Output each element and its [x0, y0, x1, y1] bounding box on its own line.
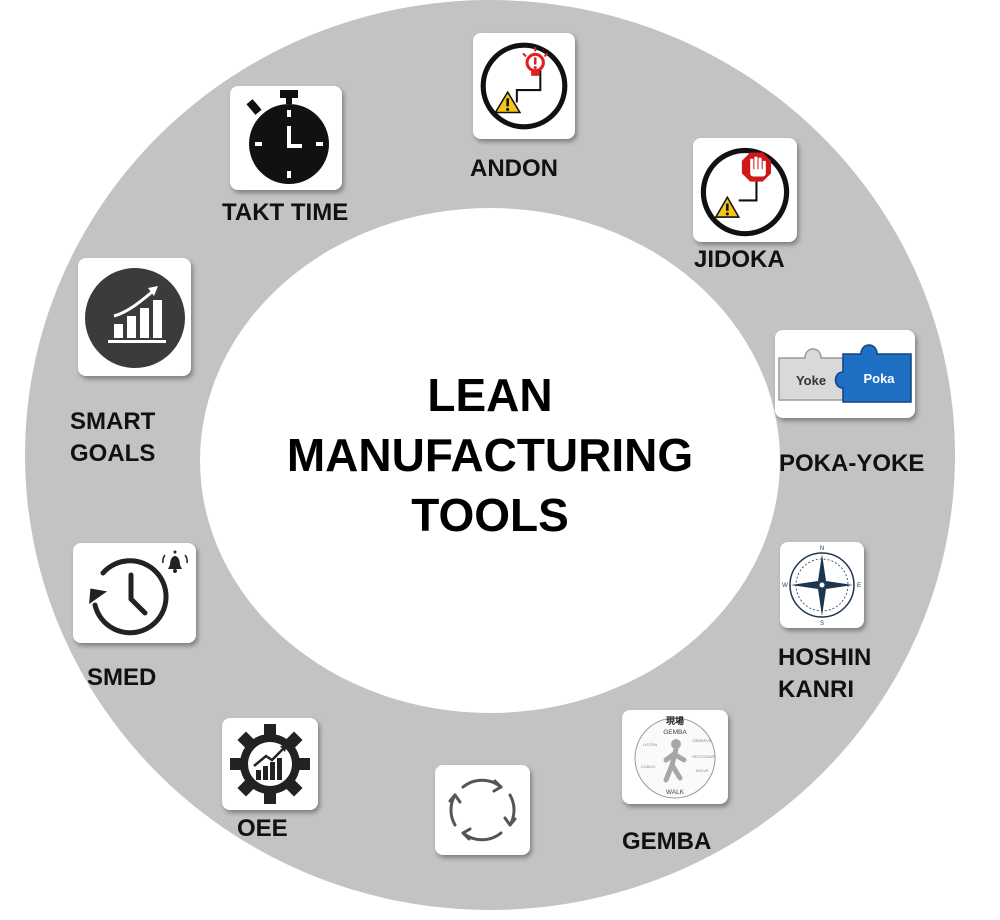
center-circle: [200, 208, 780, 713]
smart-goals-line-2: GOALS: [70, 440, 156, 467]
title-line-3: TOOLS: [411, 489, 569, 541]
bell-icon: [162, 550, 188, 573]
compass-e: E: [857, 583, 861, 589]
cycle-tile: [435, 765, 530, 855]
compass-w: W: [782, 583, 788, 589]
smed-label: SMED: [87, 664, 157, 691]
gemba-top-text: GEMBA: [663, 729, 687, 736]
gemba-word-1: LISTEN: [643, 742, 657, 747]
stop-hand-icon: [700, 147, 790, 237]
gemba-walk-icon: 現場 GEMBA LISTEN OBSERVE RECOGNIZE COACH …: [634, 715, 716, 799]
smed-tile: [73, 543, 196, 643]
gemba-label: GEMBA: [622, 828, 712, 855]
puzzle-right-text: Poka: [863, 371, 895, 386]
gemba-kanji: 現場: [666, 715, 684, 727]
cycle-arrows-icon: [448, 778, 517, 842]
title-line-1: LEAN: [427, 369, 553, 421]
oee-tile: [222, 718, 318, 810]
compass-n: N: [820, 546, 824, 552]
smart-goals-label: SMART GOALS: [70, 406, 155, 470]
puzzle-pieces-icon: Yoke Poka: [778, 344, 912, 403]
gear-chart-icon: [230, 724, 310, 804]
gemba-word-2: OBSERVE: [692, 738, 712, 743]
gemba-word-4: COACH: [641, 764, 656, 769]
smart-goals-tile: [78, 258, 191, 376]
gemba-bottom-text: WALK: [666, 789, 685, 796]
hoshin-kanri-label: HOSHIN KANRI: [778, 642, 871, 706]
stopwatch-icon: [246, 90, 329, 184]
takt-time-label: TAKT TIME: [222, 199, 349, 226]
poka-yoke-tile: Yoke Poka: [775, 330, 915, 418]
andon-tile: [473, 33, 575, 139]
gemba-tile: 現場 GEMBA LISTEN OBSERVE RECOGNIZE COACH …: [622, 710, 728, 804]
oee-label: OEE: [237, 815, 288, 842]
compass-rose-icon: N E S W: [782, 546, 861, 627]
jidoka-tile: [693, 138, 797, 242]
andon-alert-icon: [480, 42, 568, 130]
history-clock-icon: [89, 550, 188, 636]
andon-label: ANDON: [470, 155, 558, 182]
growth-chart-icon: [85, 268, 185, 368]
compass-s: S: [820, 621, 824, 627]
diagram-title: LEAN MANUFACTURING TOOLS: [200, 365, 780, 545]
hoshin-kanri-line-2: KANRI: [778, 676, 854, 703]
gemba-word-5: SOLVE: [695, 768, 708, 773]
smart-goals-line-1: SMART: [70, 408, 156, 435]
hoshin-kanri-line-1: HOSHIN: [778, 644, 872, 671]
poka-yoke-label: POKA-YOKE: [779, 450, 925, 477]
hoshin-kanri-tile: N E S W: [780, 542, 864, 628]
jidoka-label: JIDOKA: [694, 246, 785, 273]
puzzle-left-text: Yoke: [796, 373, 826, 388]
gemba-word-3: RECOGNIZE: [692, 754, 716, 759]
takt-time-tile: [230, 86, 342, 190]
title-line-2: MANUFACTURING: [286, 429, 694, 481]
